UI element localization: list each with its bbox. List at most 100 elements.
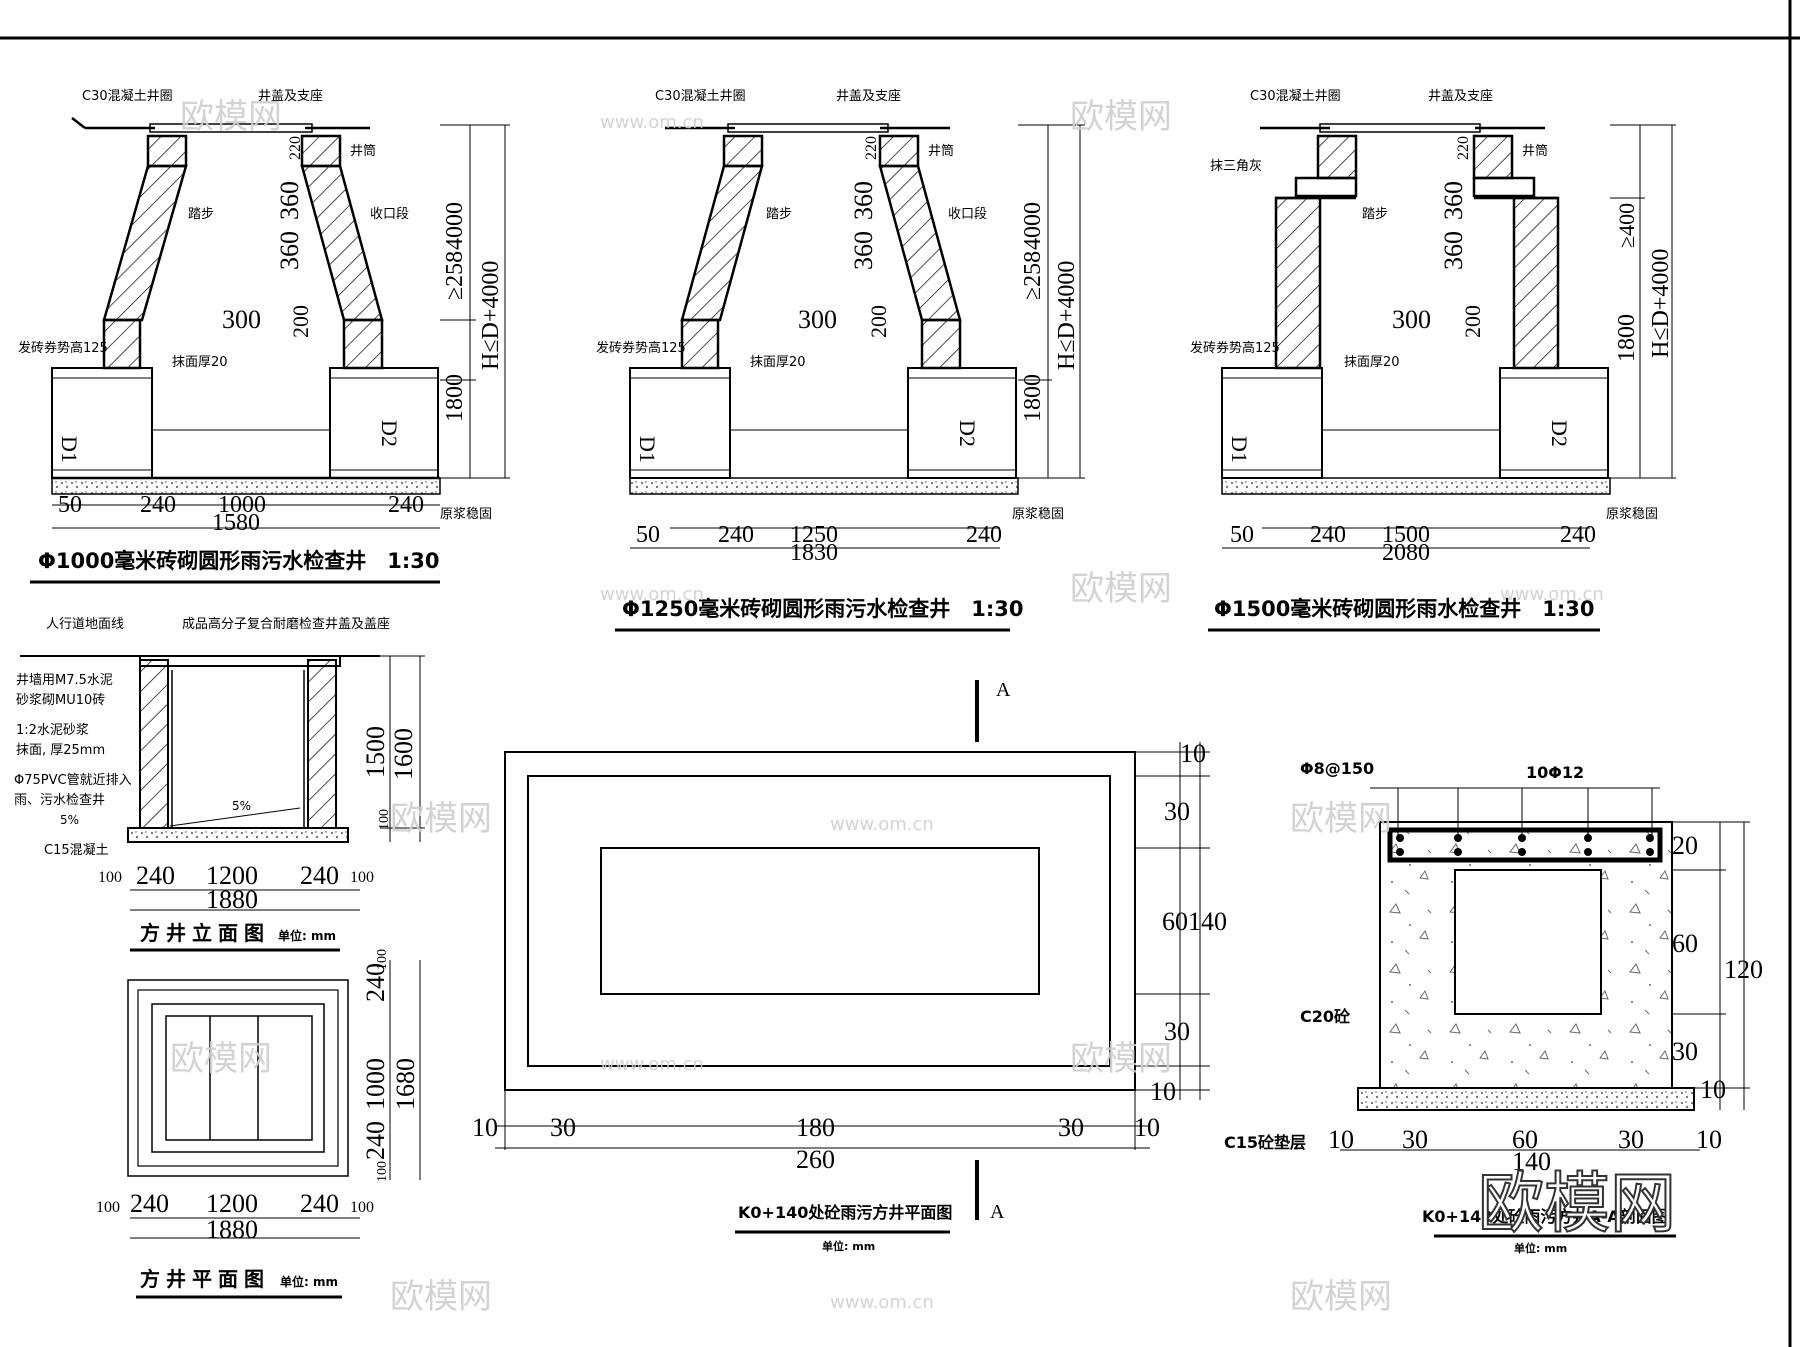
aa-d30v: 30 [1672, 1037, 1698, 1066]
w3-cover-label: 井盖及支座 [1428, 89, 1493, 104]
well-3-labels: C30混凝土井圈 井盖及支座 井筒 抹三角灰 踏步 发砖券势高125 抹面厚20… [1190, 88, 1674, 621]
el-cover-label: 成品高分子复合耐磨检查井盖及盖座 [182, 616, 390, 632]
well-2-section [615, 123, 1085, 632]
w2-title: Φ1250毫米砖砌圆形雨污水检查井 1:30 [622, 597, 1024, 621]
pl-d100c: 100 [96, 1199, 120, 1216]
k-d30a: 30 [1164, 797, 1190, 826]
w1-dim-258: ≥258 [442, 251, 468, 300]
el-d1600: 1600 [389, 728, 418, 780]
aa-rebar1: Φ8@150 [1300, 759, 1374, 778]
w3-dim-360b: 360 [1439, 181, 1468, 220]
aa-c15: C15砼垫层 [1224, 1133, 1306, 1152]
w1-title: Φ1000毫米砖砌圆形雨污水检查井 1:30 [38, 549, 440, 573]
k-d10c: 10 [472, 1113, 498, 1142]
pl-d240a: 240 [361, 963, 390, 1002]
w1-dim-1580: 1580 [212, 510, 260, 536]
square-elevation-labels: 人行道地面线 成品高分子复合耐磨检查井盖及盖座 井墙用M7.5水泥 砂浆砌MU1… [14, 616, 418, 945]
el-d240b: 240 [300, 861, 339, 890]
watermark-url: www.om.cn [830, 1292, 934, 1313]
pl-d1200: 1200 [206, 1189, 258, 1218]
watermark-logo: 欧模网 [180, 97, 282, 137]
k-d10a: 10 [1180, 739, 1206, 768]
aa-d60h: 60 [1512, 1125, 1538, 1154]
w3-dim-2080: 2080 [1382, 540, 1430, 566]
w3-d2: D2 [1547, 420, 1572, 447]
watermark-logo: 欧模网 [390, 1277, 492, 1317]
el-wall2: 砂浆砌MU10砖 [16, 693, 105, 708]
aa-d30a: 30 [1402, 1125, 1428, 1154]
watermark-url: www.om.cn [600, 112, 704, 133]
w3-base-label: 原浆稳固 [1606, 506, 1658, 522]
pl-d240d: 240 [300, 1189, 339, 1218]
watermark-logo: 欧模网 [1070, 569, 1172, 609]
w2-dim-200: 200 [866, 305, 891, 338]
w1-step-label: 踏步 [188, 207, 214, 222]
el-d100b: 100 [350, 869, 374, 886]
corner-logo: 欧模网 [1478, 1165, 1676, 1242]
w1-c30-label: C30混凝土井圈 [82, 88, 173, 104]
k-sec-a-bottom: A [990, 1201, 1005, 1223]
watermark-url: www.om.cn [830, 814, 934, 835]
pl-d1880: 1880 [206, 1215, 258, 1244]
el-d100a: 100 [98, 869, 122, 886]
w1-dim-1000: 1000 [218, 492, 266, 518]
w2-taper-label: 收口段 [948, 207, 987, 222]
w1-dim-240: 240 [140, 492, 176, 518]
watermark-logo: 欧模网 [1290, 799, 1392, 839]
watermark-logo: 欧模网 [390, 799, 492, 839]
w1-d2: D2 [377, 420, 402, 447]
w3-dim-240: 240 [1310, 522, 1346, 548]
k-d260: 260 [796, 1145, 835, 1174]
w2-dim-220: 220 [863, 136, 880, 160]
well-1-labels: C30混凝土井圈 井盖及支座 井筒 踏步 收口段 发砖券势高125 抹面厚20 … [18, 88, 504, 573]
el-unit: 单位: mm [278, 928, 336, 943]
aa-rebar-dots [1396, 834, 1654, 856]
k-unit: 单位: mm [822, 1239, 875, 1253]
w1-dim-220: 220 [287, 136, 304, 160]
w2-base-label: 原浆稳固 [1012, 506, 1064, 522]
w2-dim-1250: 1250 [790, 522, 838, 548]
el-pvc1: Φ75PVC管就近排入 [14, 773, 132, 788]
w2-dim-360b: 360 [849, 181, 878, 220]
w2-dim-1800: 1800 [1020, 374, 1046, 422]
el-d1200: 1200 [206, 861, 258, 890]
el-pl1: 1:2水泥砂浆 [16, 723, 89, 738]
watermark-logo: 欧模网 [1070, 97, 1172, 137]
w3-arch-label: 发砖券势高125 [1190, 340, 1280, 356]
w2-dim-240b: 240 [966, 522, 1002, 548]
watermark-url: www.om.cn [600, 584, 704, 605]
w3-tri-label: 抹三角灰 [1210, 159, 1262, 174]
w2-d1: D1 [635, 436, 660, 463]
aa-d10a: 10 [1328, 1125, 1354, 1154]
w3-dim-50: 50 [1230, 522, 1254, 548]
w2-dim-258: ≥258 [1020, 251, 1046, 300]
well-2-labels: C30混凝土井圈 井盖及支座 井筒 踏步 收口段 发砖券势高125 抹面厚20 … [596, 88, 1080, 621]
w1-plaster-label: 抹面厚20 [172, 355, 228, 370]
square-elevation [20, 655, 425, 952]
w1-taper-label: 收口段 [370, 207, 409, 222]
k-plan-labels: A A 10 30 60140 30 10 10 30 180 30 10 26… [472, 679, 1227, 1253]
w3-dim-hd: H≤D+4000 [1648, 249, 1674, 358]
w3-plaster-label: 抹面厚20 [1344, 355, 1400, 370]
pl-d1680: 1680 [391, 1058, 420, 1110]
el-wall1: 井墙用M7.5水泥 [16, 673, 113, 688]
w1-dim-360b: 360 [275, 181, 304, 220]
w1-d1: D1 [57, 436, 82, 463]
el-slope-b: 5% [232, 799, 251, 813]
k-d180: 180 [796, 1113, 835, 1142]
el-d1500: 1500 [361, 726, 390, 778]
k-d10d: 10 [1134, 1113, 1160, 1142]
square-plan-labels: 240 1000 240 1680 100 100 100 240 1200 2… [96, 949, 420, 1291]
pl-d240b: 240 [361, 1121, 390, 1160]
w1-dim-300: 300 [222, 305, 261, 334]
w3-title: Φ1500毫米砖砌圆形雨水检查井 1:30 [1214, 597, 1595, 621]
k-title: K0+140处砼雨污方井平面图 [738, 1203, 952, 1222]
w1-shaft-label: 井筒 [350, 143, 376, 159]
k-d30d: 30 [1058, 1113, 1084, 1142]
w1-base-label: 原浆稳固 [440, 506, 492, 522]
well-3-section [1208, 123, 1676, 632]
pl-d1000: 1000 [361, 1058, 390, 1110]
w3-dim-400: ≥400 [1614, 203, 1639, 248]
watermark-url: www.om.cn [600, 1054, 704, 1075]
